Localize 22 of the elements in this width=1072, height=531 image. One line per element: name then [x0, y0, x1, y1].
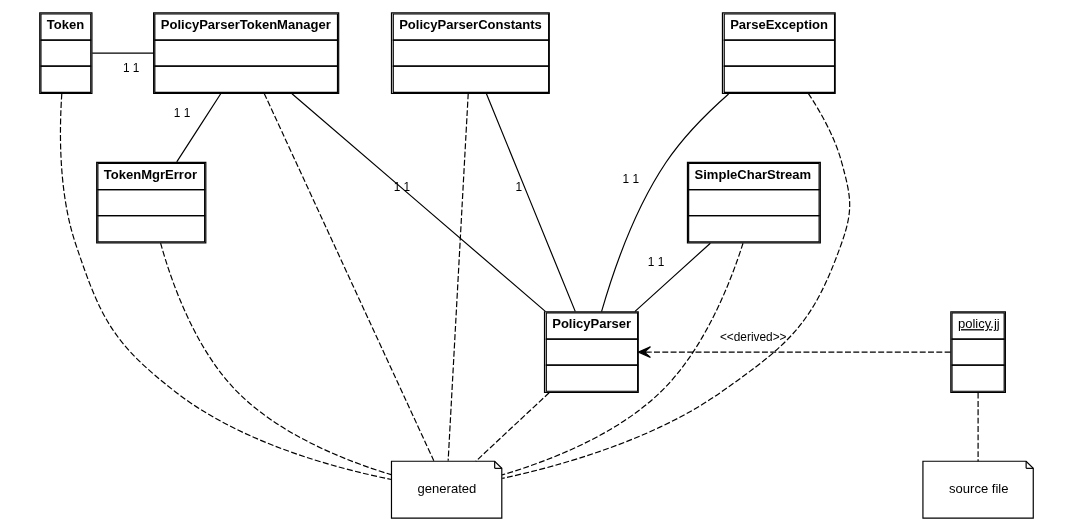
connector — [159, 242, 392, 476]
connector — [91, 52, 154, 54]
connector — [290, 93, 546, 312]
connector — [977, 392, 979, 462]
arrow — [637, 346, 951, 359]
edge-label: 1 — [514, 180, 522, 195]
edge-label: <<derived>> — [719, 329, 787, 344]
edge-label: 1 1 — [647, 255, 664, 270]
connector — [633, 242, 711, 312]
connector — [501, 242, 744, 476]
connector — [59, 93, 392, 481]
edge-label: 1 1 — [393, 180, 410, 195]
connector — [263, 93, 434, 462]
edge-label: 1 1 — [622, 171, 639, 186]
connector — [474, 392, 550, 462]
edge-label: 1 1 — [173, 105, 190, 120]
connector — [501, 93, 850, 480]
connector — [485, 93, 576, 312]
connector — [447, 93, 469, 462]
edge-label: 1 1 — [122, 60, 139, 75]
connector — [175, 93, 221, 163]
connector — [600, 93, 729, 313]
